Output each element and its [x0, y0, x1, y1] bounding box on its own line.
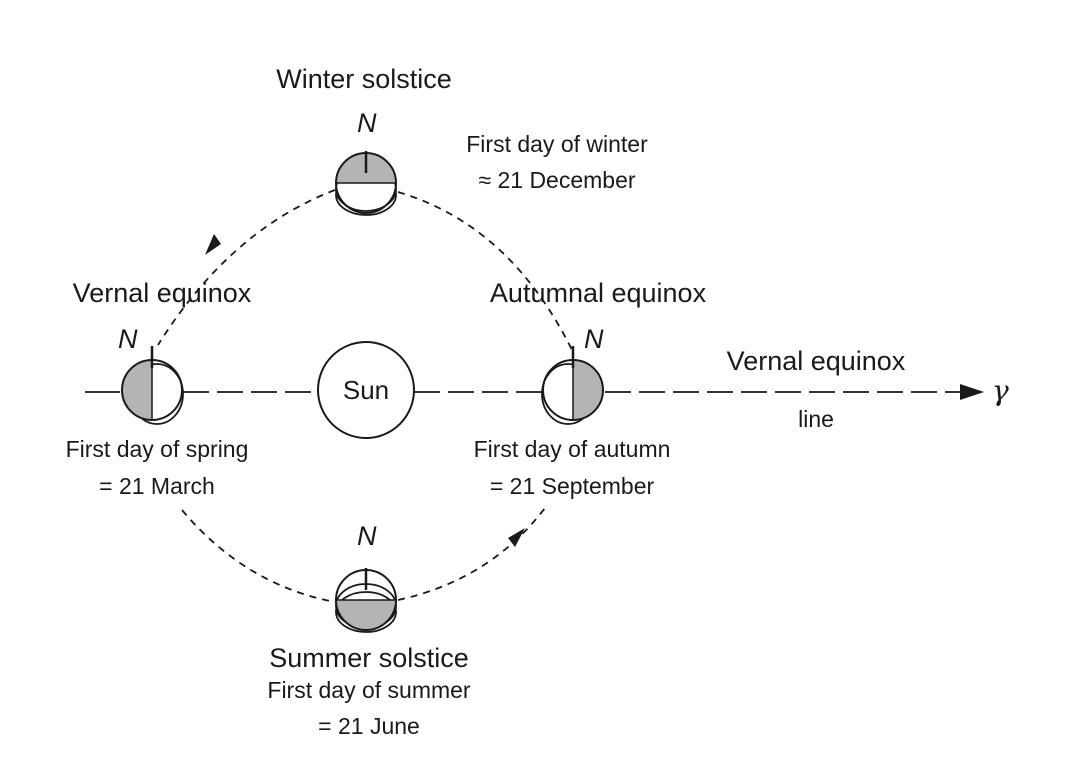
winter-line1: First day of winter	[466, 131, 648, 157]
gamma-symbol: γ	[992, 374, 1009, 407]
north-label-winter: N	[357, 108, 377, 138]
orbit-arrow-left	[205, 234, 221, 255]
earth-vernal	[121, 346, 184, 425]
sun-circle	[317, 341, 415, 439]
autumnal-title: Autumnal equinox	[490, 278, 707, 308]
vernal-title: Vernal equinox	[73, 278, 252, 308]
orbit-arc-winter-autumnal	[397, 191, 573, 351]
north-label-summer: N	[357, 521, 377, 551]
summer-title: Summer solstice	[269, 643, 469, 673]
autumnal-line1: First day of autumn	[474, 436, 671, 462]
summer-line2: = 21 June	[318, 713, 420, 739]
orbit-arrow-right	[508, 528, 525, 547]
winter-title: Winter solstice	[276, 64, 452, 94]
equinox-line-label-2: line	[798, 406, 834, 432]
vernal-line1: First day of spring	[66, 436, 249, 462]
orbit-arc-vernal-summer	[181, 509, 336, 603]
sun-label: Sun	[343, 375, 389, 405]
north-label-autumnal: N	[584, 324, 604, 354]
orbit-path	[157, 189, 573, 603]
north-label-vernal: N	[118, 324, 138, 354]
earth-winter	[335, 151, 397, 216]
earth-autumnal	[541, 346, 604, 425]
orbit-arc-summer-autumnal	[397, 507, 546, 601]
equinox-line-label-1: Vernal equinox	[727, 346, 906, 376]
autumnal-line2: = 21 September	[490, 473, 655, 499]
earth-summer	[335, 568, 397, 633]
summer-line1: First day of summer	[267, 677, 471, 703]
orbit-arc-winter-vernal	[157, 189, 336, 346]
winter-line2: ≈ 21 December	[478, 167, 635, 193]
equinox-line-arrow	[960, 384, 984, 400]
vernal-line2: = 21 March	[99, 473, 215, 499]
